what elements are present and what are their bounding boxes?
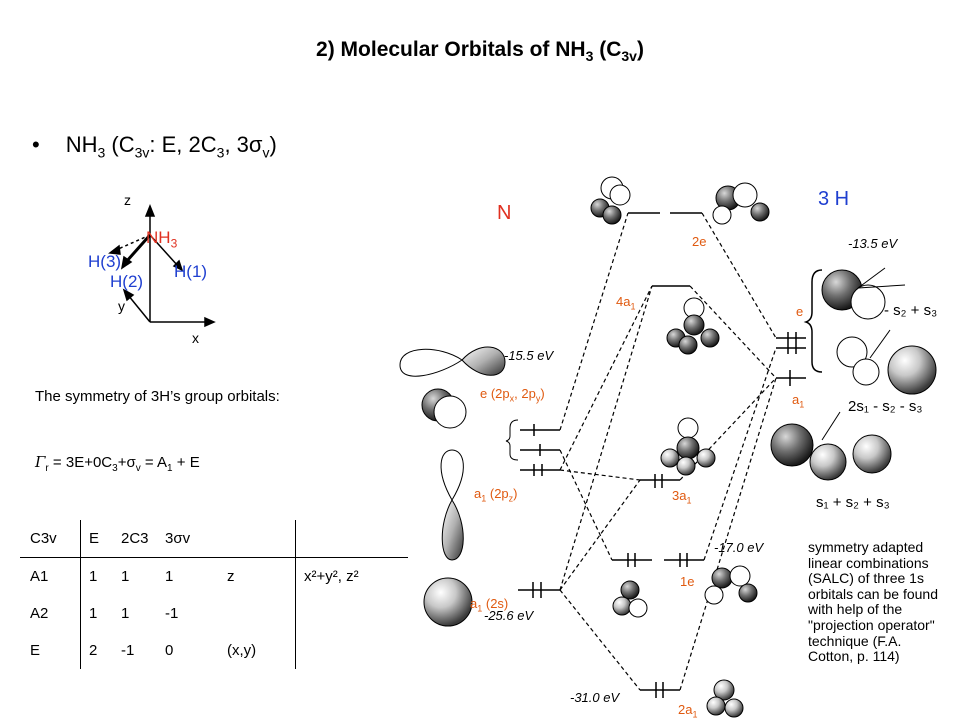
label-h3: H(3) <box>88 252 122 271</box>
mo-1e-orbital-icons <box>612 565 758 618</box>
table-cell: -1 <box>165 605 179 622</box>
mo-4a1-orbital-icons <box>666 297 720 355</box>
table-cell: 1 <box>89 568 98 585</box>
salc-e1-formula: - s₂ + s₃ <box>884 302 938 319</box>
correlation-lines <box>559 212 777 691</box>
table-cell <box>203 595 296 632</box>
label-mo-2a1: 2a1 <box>678 702 698 720</box>
energy-h-1s: -13.5 eV <box>848 236 898 251</box>
label-h-a1: a1 <box>792 392 805 410</box>
table-cell: E <box>20 632 81 669</box>
salc-a1-formula: s₁ + s₂ + s₃ <box>816 494 890 511</box>
bond-h2 <box>124 234 152 263</box>
mo-energy-levels <box>612 212 704 698</box>
mo-2a1-orbital-icons <box>706 679 744 718</box>
table-cell: 1 <box>121 568 130 585</box>
z-arrow-icon <box>144 203 156 217</box>
n-2p-e-orbital-icons <box>399 346 506 429</box>
label-mo-3a1: 3a1 <box>672 488 692 506</box>
label-h1: H(1) <box>174 262 208 281</box>
table-row: A1 1 1 1 z x²+y², z² <box>20 557 408 595</box>
bullet-nh3-symmetry: •NH3 (C3v: E, 2C3, 3σv) <box>32 132 277 161</box>
reducible-representation: Γr = 3E+0C3+σv = A1 + E <box>35 453 200 474</box>
label-mo-2e: 2e <box>692 234 707 249</box>
label-mo-4a1: 4a1 <box>616 294 636 312</box>
c3v-character-table: C3v E 2C3 3σv A1 1 1 1 z x²+y², z² A2 1 … <box>20 520 408 669</box>
n-energy-levels <box>518 424 560 598</box>
axis-label-z: z <box>124 192 131 208</box>
table-cell: x²+y², z² <box>304 568 359 585</box>
slide-title: 2) Molecular Orbitals of NH3 (C3v) <box>316 38 644 65</box>
label-n-e-2p: e (2px, 2py) <box>480 386 545 404</box>
salc-e2-formula: 2s₁ - s₂ - s₃ <box>848 398 923 415</box>
label-n-a1-2s: a1 (2s) <box>470 596 509 614</box>
table-cell: 2C3 <box>113 520 157 558</box>
energy-mo-1e: -17.0 eV <box>714 540 764 555</box>
table-cell <box>203 520 296 558</box>
salc-note: symmetry adapted linear combinations (SA… <box>808 539 938 665</box>
table-cell: A1 <box>20 557 81 595</box>
table-cell: -1 <box>121 642 135 659</box>
table-cell <box>296 632 409 669</box>
label-mo-1e: 1e <box>680 574 695 589</box>
axis-label-x: x <box>192 330 199 346</box>
h-salc-levels <box>776 269 823 386</box>
table-cell: C3v <box>20 520 81 558</box>
axis-label-y: y <box>118 298 125 314</box>
label-3h-atoms: 3 H <box>818 188 850 210</box>
mo-2e-orbital-icons <box>590 176 770 225</box>
symmetry-statement: The symmetry of 3H’s group orbitals: <box>35 388 280 405</box>
label-n-a1-2pz: a1 (2pz) <box>474 486 518 504</box>
label-n-atom: N <box>497 202 512 224</box>
energy-n-2p: -15.5 eV <box>504 348 554 363</box>
table-cell: 1 <box>165 568 174 585</box>
label-nh3: NH3 <box>146 228 178 251</box>
label-h-e: e <box>796 304 804 319</box>
nh3-axes-figure <box>108 203 216 328</box>
label-h2: H(2) <box>110 272 144 291</box>
table-cell <box>295 520 408 558</box>
table-cell: z <box>203 557 296 595</box>
energy-mo-2a1: -31.0 eV <box>570 690 620 705</box>
table-row: A2 1 1 -1 <box>20 595 408 632</box>
table-cell: 1 <box>121 605 130 622</box>
y-axis <box>127 294 151 323</box>
table-cell: (x,y) <box>203 632 296 669</box>
x-arrow-icon <box>204 316 216 328</box>
table-cell: A2 <box>20 595 81 632</box>
table-cell: 3σv <box>157 520 203 558</box>
bond-h3 <box>115 234 151 251</box>
n-2s-a1-orbital-icon <box>423 577 473 627</box>
table-cell: E <box>80 520 113 558</box>
table-cell: 1 <box>89 605 98 622</box>
h-salc-e2-orbital-icon <box>836 329 937 395</box>
table-cell: 0 <box>165 642 174 659</box>
table-cell <box>296 595 409 632</box>
table-row: E 2 -1 0 (x,y) <box>20 632 408 669</box>
n-2pz-a1-orbital-icons <box>440 449 464 561</box>
mo-3a1-orbital-icons <box>660 417 716 476</box>
h-salc-a1-orbital-icon <box>770 411 892 481</box>
energy-n-2s: -25.6 eV <box>484 608 534 623</box>
y-arrow-icon <box>122 288 135 302</box>
h-salc-e1-orbital-icon <box>821 267 906 320</box>
bond-h1 <box>149 234 179 267</box>
table-header-row: C3v E 2C3 3σv <box>20 520 408 558</box>
table-cell: 2 <box>89 642 98 659</box>
